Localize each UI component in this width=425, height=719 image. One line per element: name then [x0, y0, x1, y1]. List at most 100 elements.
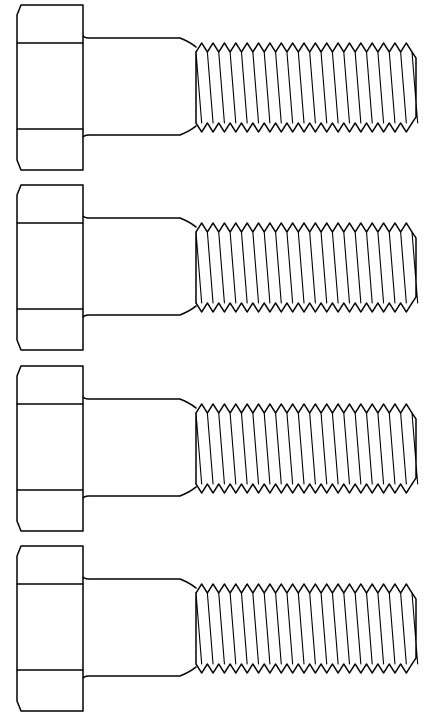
bolt-thread: [195, 403, 419, 494]
thread-line: [286, 231, 294, 304]
hex-bolt: [16, 365, 419, 532]
thread-line: [309, 592, 316, 665]
thread-line: [195, 231, 203, 304]
thread-line: [388, 231, 396, 304]
bolt-thread: [195, 42, 419, 133]
thread-line: [388, 412, 396, 485]
thread-line: [229, 412, 237, 485]
thread-line: [286, 412, 294, 485]
hex-bolt: [16, 4, 419, 171]
thread-line: [377, 412, 385, 485]
thread-line: [275, 231, 282, 304]
thread-line: [309, 231, 316, 304]
bolt-tip-chamfer: [411, 231, 417, 304]
thread-line: [240, 592, 248, 665]
thread-line: [354, 592, 362, 665]
thread-line: [218, 592, 225, 665]
thread-line: [343, 412, 351, 485]
thread-line: [377, 231, 385, 304]
thread-line: [343, 231, 351, 304]
thread-line: [377, 51, 385, 124]
thread-line: [286, 592, 294, 665]
thread-line: [331, 51, 339, 124]
bolt-thread: [195, 222, 419, 313]
hex-bolt: [16, 545, 419, 712]
thread-line: [411, 592, 419, 665]
thread-line: [297, 592, 305, 665]
thread-line: [400, 51, 407, 124]
thread-line: [365, 412, 373, 485]
thread-line: [263, 231, 271, 304]
hex-bolt: [16, 184, 419, 351]
thread-line: [297, 51, 305, 124]
thread-line: [195, 51, 203, 124]
thread-line: [275, 592, 282, 665]
thread-line: [365, 51, 373, 124]
bolt-head: [16, 545, 84, 712]
thread-line: [331, 231, 339, 304]
thread-line: [286, 51, 294, 124]
thread-line: [252, 412, 260, 485]
thread-line: [354, 412, 362, 485]
thread-line: [365, 231, 373, 304]
thread-line: [195, 592, 203, 665]
thread-line: [309, 412, 316, 485]
bolt-shank: [82, 215, 197, 318]
bolt-shank: [82, 576, 197, 679]
bolt-tip-chamfer: [411, 51, 417, 124]
thread-line: [354, 51, 362, 124]
thread-line: [377, 592, 385, 665]
thread-line: [400, 592, 407, 665]
thread-top-profile: [195, 42, 413, 53]
thread-line: [206, 592, 214, 665]
thread-bottom-profile: [195, 122, 413, 133]
bolt-head: [16, 4, 84, 171]
thread-top-profile: [195, 403, 413, 414]
thread-line: [297, 412, 305, 485]
thread-line: [331, 592, 339, 665]
thread-line: [297, 231, 305, 304]
thread-line: [320, 412, 328, 485]
thread-line: [263, 592, 271, 665]
thread-line: [388, 51, 396, 124]
bolt-head: [16, 184, 84, 351]
thread-line: [275, 412, 282, 485]
thread-line: [343, 51, 351, 124]
thread-line: [229, 592, 237, 665]
thread-line: [206, 51, 214, 124]
thread-line: [263, 51, 271, 124]
thread-line: [263, 412, 271, 485]
bolt-tip-chamfer: [411, 412, 417, 485]
thread-line: [218, 412, 225, 485]
thread-line: [354, 231, 362, 304]
thread-line: [240, 231, 248, 304]
thread-line: [252, 231, 260, 304]
thread-line: [411, 51, 419, 124]
thread-line: [252, 592, 260, 665]
thread-line: [218, 51, 225, 124]
thread-top-profile: [195, 583, 413, 594]
thread-bottom-profile: [195, 663, 413, 674]
thread-top-profile: [195, 222, 413, 233]
bolt-thread: [195, 583, 419, 674]
thread-line: [218, 231, 225, 304]
bolt-head: [16, 365, 84, 532]
thread-line: [400, 231, 407, 304]
thread-bottom-profile: [195, 483, 413, 494]
thread-line: [388, 592, 396, 665]
thread-line: [240, 412, 248, 485]
thread-line: [195, 412, 203, 485]
thread-line: [400, 412, 407, 485]
bolt-tip-chamfer: [411, 592, 417, 665]
thread-line: [206, 231, 214, 304]
thread-line: [343, 592, 351, 665]
thread-line: [331, 412, 339, 485]
thread-line: [309, 51, 316, 124]
thread-line: [206, 412, 214, 485]
bolt-shank: [82, 35, 197, 138]
thread-line: [240, 51, 248, 124]
thread-line: [229, 51, 237, 124]
thread-line: [320, 231, 328, 304]
